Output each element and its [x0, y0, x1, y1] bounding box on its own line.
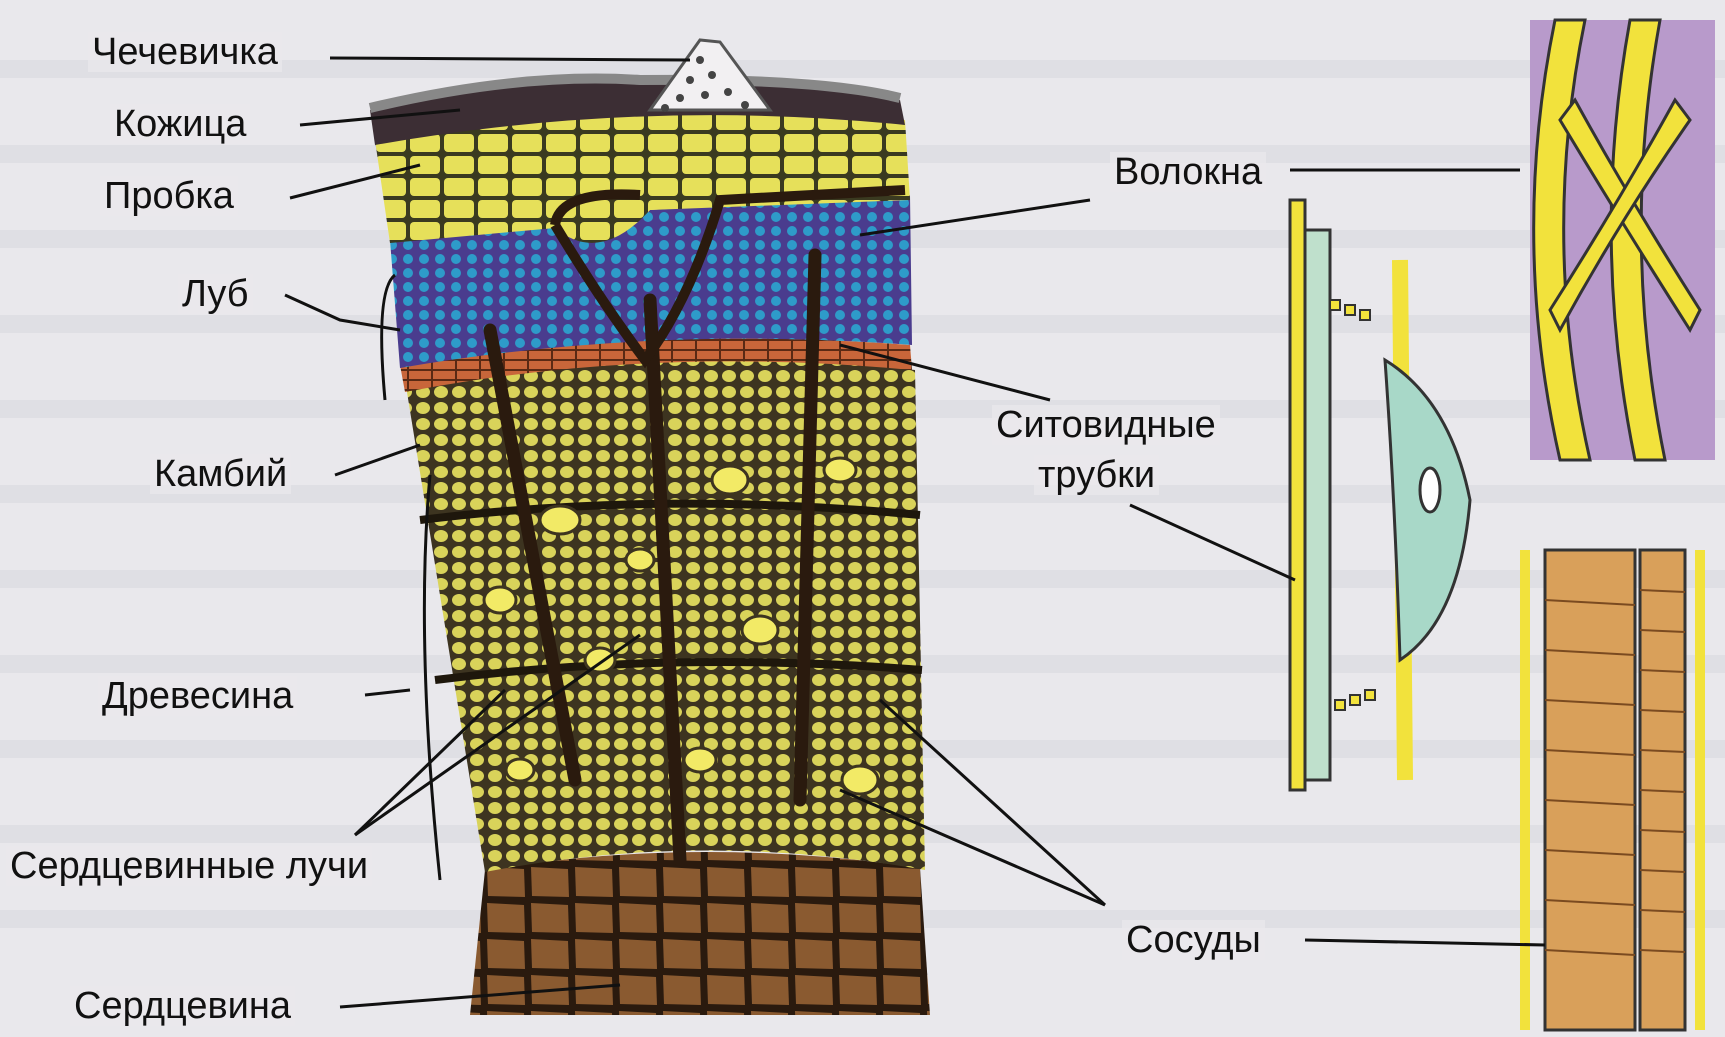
label-sieve-tubes-1: Ситовидные: [992, 405, 1220, 445]
stem-cross-section: [370, 40, 930, 1015]
label-sieve-tubes-2: трубки: [1034, 455, 1159, 495]
label-lenticel: Чечевичка: [88, 32, 282, 72]
label-wood: Древесина: [98, 676, 297, 716]
label-cork: Пробка: [100, 176, 238, 216]
leader-sieve: [1130, 505, 1295, 580]
label-vessels: Сосуды: [1122, 920, 1265, 960]
label-medullary-rays: Сердцевинные лучи: [6, 846, 372, 886]
vessels-illustration: [1525, 550, 1700, 1030]
label-fibers: Волокна: [1110, 152, 1266, 192]
label-bast: Луб: [178, 274, 253, 314]
fibers-illustration: [1530, 20, 1715, 460]
label-pith: Сердцевина: [70, 986, 295, 1026]
label-cambium: Камбий: [150, 454, 291, 494]
leader-lenticel: [330, 58, 690, 60]
label-epidermis: Кожица: [110, 104, 250, 144]
leader-bast-brace: [382, 275, 395, 400]
leader-cambium: [335, 445, 420, 475]
leader-wood: [365, 690, 410, 695]
leader-vessels-3: [1305, 940, 1545, 945]
